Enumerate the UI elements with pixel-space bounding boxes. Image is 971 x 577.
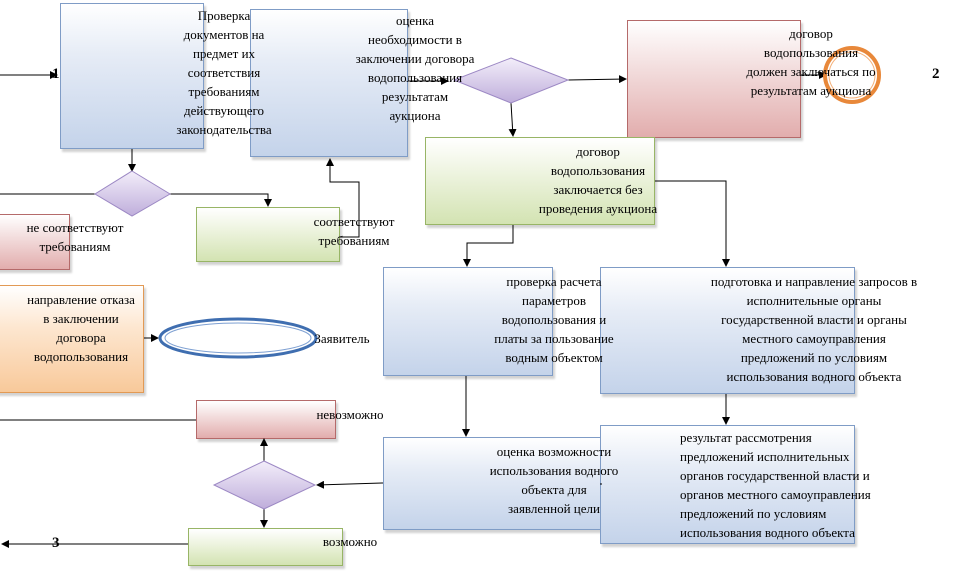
arrow-decision2-to-no-auction — [508, 102, 517, 137]
requests-text: подготовка и направление запросов в испо… — [710, 274, 918, 384]
check-documents-text: Проверка документов на предмет их соотве… — [176, 8, 272, 137]
conform-box — [196, 207, 340, 262]
arrow-no-auction-to-requests — [655, 180, 730, 267]
connector-circle-inner — [828, 51, 876, 99]
applicant-label: Заявитель — [314, 331, 370, 346]
contract-no-auction-text: договор водопользования заключается без … — [538, 144, 658, 216]
refusal-box — [0, 285, 144, 393]
review-result-text: результат рассмотрения предложений испол… — [680, 430, 871, 540]
marker-1: 1 — [52, 66, 60, 82]
review-result-box — [600, 425, 855, 544]
decision-diamond-conformity — [94, 170, 171, 217]
possible-text: возможно — [322, 534, 378, 549]
conform-text: соответствуют требованиям — [313, 214, 395, 248]
contract-auction-box — [627, 20, 801, 138]
contract-auction-text: договор водопользования должен заключать… — [746, 26, 876, 98]
arrow-no-auction-to-params — [463, 225, 514, 267]
impossible-text: невозможно — [316, 407, 384, 422]
refusal-text: направление отказа в заключении договора… — [27, 292, 135, 364]
contract-no-auction-box — [425, 137, 655, 225]
requests-box — [600, 267, 855, 394]
marker-2: 2 — [932, 66, 940, 82]
applicant-ellipse-inner — [164, 322, 312, 354]
connector-circle — [823, 46, 881, 104]
check-documents-box — [60, 3, 204, 149]
arrow-possibility-to-decision3 — [316, 480, 384, 489]
applicant-ellipse — [158, 317, 318, 359]
assess-need-text: оценка необходимости в заключении догово… — [355, 13, 475, 123]
decision-diamond-possibility — [212, 460, 317, 510]
check-params-box — [383, 267, 553, 376]
check-params-text: проверка расчета параметров водопользова… — [494, 274, 614, 365]
impossible-box — [196, 400, 336, 439]
not-conform-box — [0, 214, 70, 270]
assess-possibility-text: оценка возможности использования водного… — [489, 444, 619, 516]
assess-need-box — [250, 9, 408, 157]
not-conform-text: не соответствуют требованиям — [26, 220, 124, 254]
marker-3: 3 — [52, 535, 60, 551]
assess-possibility-box — [383, 437, 601, 530]
arrow-decision2-to-auction — [567, 75, 627, 84]
decision-diamond-auction — [452, 57, 570, 104]
arrow-conform-to-assess — [326, 158, 360, 238]
arrow-decision1-to-conform — [170, 193, 272, 207]
possible-box — [188, 528, 343, 566]
